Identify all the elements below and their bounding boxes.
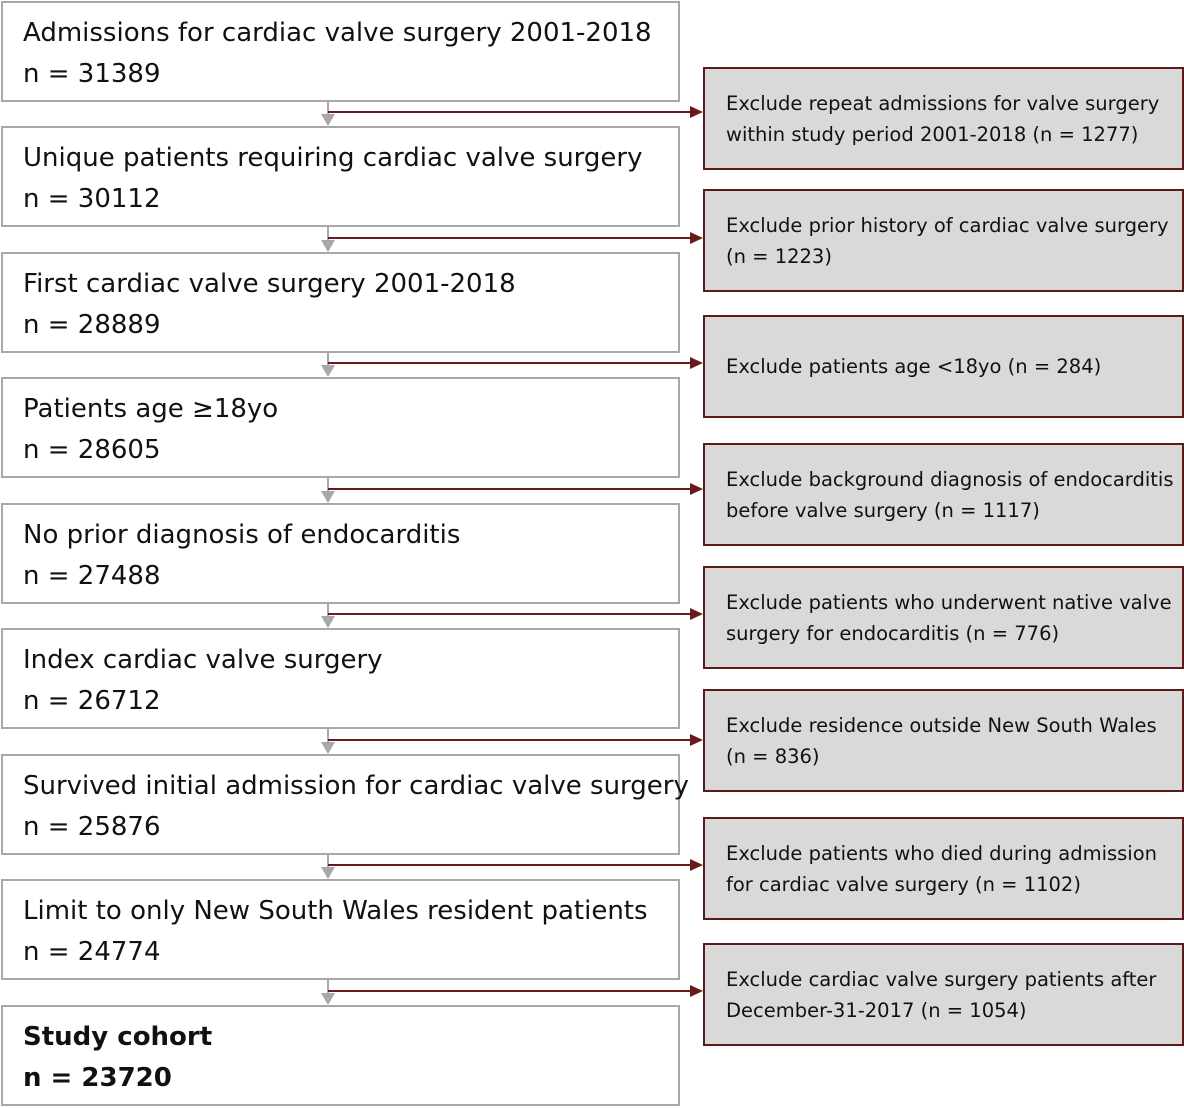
step-label: Survived initial admission for cardiac v…	[23, 771, 689, 801]
step-count: n = 24774	[23, 937, 161, 967]
exclusion-box: Exclude prior history of cardiac valve s…	[703, 189, 1184, 292]
step-box: Admissions for cardiac valve surgery 200…	[1, 1, 680, 102]
step-count: n = 23720	[23, 1063, 172, 1093]
step-label: Admissions for cardiac valve surgery 200…	[23, 18, 652, 48]
exclusion-box: Exclude cardiac valve surgery patients a…	[703, 943, 1184, 1046]
exclusion-text-line: Exclude patients who died during admissi…	[726, 841, 1158, 865]
right-arrow-icon	[690, 859, 703, 871]
exclusion-text-line: Exclude cardiac valve surgery patients a…	[726, 967, 1157, 991]
step-count: n = 30112	[23, 184, 161, 214]
down-arrow-icon	[321, 114, 335, 126]
exclusion-box: Exclude patients who died during admissi…	[703, 817, 1184, 920]
step-count: n = 25876	[23, 812, 161, 842]
step-label: No prior diagnosis of endocarditis	[23, 520, 461, 550]
down-arrow-icon	[321, 240, 335, 252]
step-count: n = 31389	[23, 59, 161, 89]
exclusion-text-line: (n = 836)	[726, 744, 820, 768]
step-label: Limit to only New South Wales resident p…	[23, 896, 648, 926]
exclusion-text-line: surgery for endocarditis (n = 776)	[726, 621, 1060, 645]
exclusion-text-line: Exclude repeat admissions for valve surg…	[726, 91, 1160, 115]
step-label: Unique patients requiring cardiac valve …	[23, 143, 643, 173]
step-box: Unique patients requiring cardiac valve …	[1, 126, 680, 227]
down-arrow-icon	[321, 616, 335, 628]
down-arrow-icon	[321, 867, 335, 879]
step-box: Index cardiac valve surgery n = 26712	[1, 628, 680, 729]
right-arrow-icon	[690, 608, 703, 620]
step-box: Survived initial admission for cardiac v…	[1, 754, 689, 855]
step-box: No prior diagnosis of endocarditis n = 27…	[1, 503, 680, 604]
step-label: Study cohort	[23, 1022, 213, 1052]
right-arrow-icon	[690, 483, 703, 495]
step-count: n = 28889	[23, 310, 161, 340]
step-label: Index cardiac valve surgery	[23, 645, 383, 675]
exclusion-box: Exclude background diagnosis of endocard…	[703, 443, 1184, 546]
down-arrow-icon	[321, 742, 335, 754]
step-box-study-cohort: Study cohort n = 23720	[1, 1005, 680, 1106]
down-arrow-icon	[321, 365, 335, 377]
exclusion-box: Exclude residence outside New South Wale…	[703, 689, 1184, 792]
exclusion-text-line: before valve surgery (n = 1117)	[726, 498, 1040, 522]
exclusion-text-line: for cardiac valve surgery (n = 1102)	[726, 872, 1081, 896]
exclusion-text-line: Exclude patients who underwent native va…	[726, 590, 1172, 614]
right-arrow-icon	[690, 357, 703, 369]
exclusion-text-line: Exclude background diagnosis of endocard…	[726, 467, 1174, 491]
down-arrow-icon	[321, 993, 335, 1005]
right-arrow-icon	[690, 232, 703, 244]
right-arrow-icon	[690, 985, 703, 997]
exclusion-text-line: within study period 2001-2018 (n = 1277)	[726, 122, 1139, 146]
right-arrow-icon	[690, 734, 703, 746]
step-count: n = 26712	[23, 686, 161, 716]
exclusion-text-line: Exclude residence outside New South Wale…	[726, 713, 1157, 737]
exclusion-text-line: (n = 1223)	[726, 244, 832, 268]
step-box: Patients age ≥18yo n = 28605	[1, 377, 680, 478]
step-count: n = 27488	[23, 561, 161, 591]
exclusion-text-line: December-31-2017 (n = 1054)	[726, 998, 1027, 1022]
step-box: First cardiac valve surgery 2001-2018 n =…	[1, 252, 680, 353]
step-label: First cardiac valve surgery 2001-2018	[23, 269, 516, 299]
step-label: Patients age ≥18yo	[23, 394, 279, 424]
exclusion-box: Exclude patients who underwent native va…	[703, 566, 1184, 669]
right-arrow-icon	[690, 106, 703, 118]
exclusion-box: Exclude repeat admissions for valve surg…	[703, 67, 1184, 170]
exclusion-box: Exclude patients age <18yo (n = 284)	[703, 315, 1184, 418]
step-box: Limit to only New South Wales resident p…	[1, 879, 680, 980]
exclusion-text-line: Exclude patients age <18yo (n = 284)	[726, 355, 1102, 378]
down-arrow-icon	[321, 491, 335, 503]
step-count: n = 28605	[23, 435, 161, 465]
exclusion-text-line: Exclude prior history of cardiac valve s…	[726, 213, 1169, 237]
